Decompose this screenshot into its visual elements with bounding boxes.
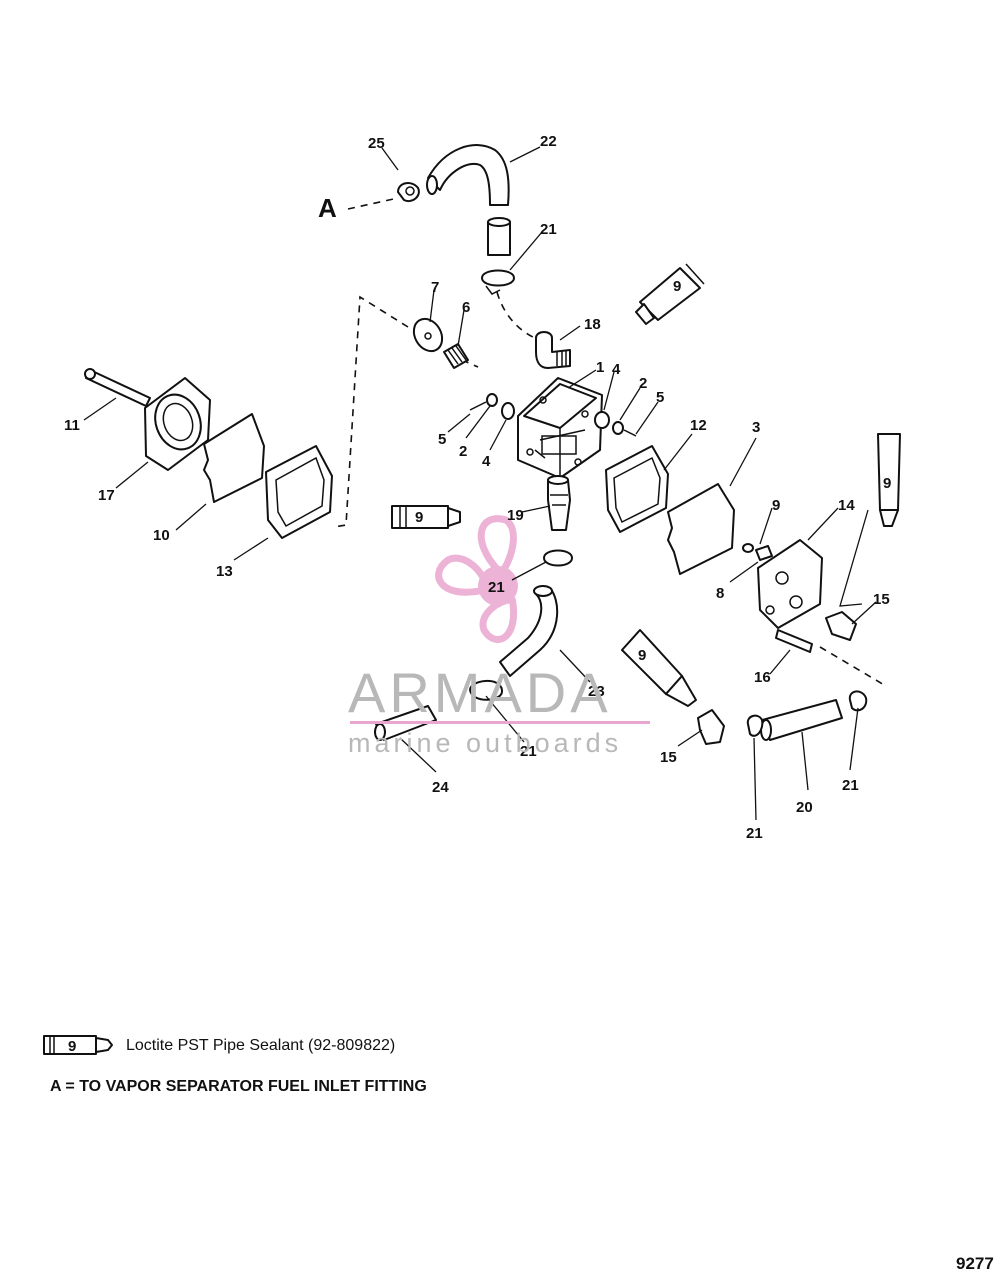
part-15-elbow-upper [825, 611, 857, 641]
label-a: A [318, 193, 337, 223]
part-17-base-plate [144, 377, 211, 471]
part-20-hose [760, 699, 843, 741]
part-1-fuel-pump-body [517, 377, 603, 479]
note-a: A = TO VAPOR SEPARATOR FUEL INLET FITTIN… [50, 1078, 427, 1095]
callout-6: 6 [462, 299, 470, 316]
callout-8: 8 [716, 585, 724, 602]
callout-1: 1 [596, 359, 604, 376]
callout-21-bottom: 21 [746, 825, 763, 842]
callout-15-lower: 15 [660, 749, 677, 766]
part-4-2-5-right-valve [594, 411, 637, 437]
part-21-clamp-lower [469, 680, 503, 701]
callout-24: 24 [432, 779, 449, 796]
part-9-sealant-tube-upper: 9 [635, 263, 705, 325]
callout-22: 22 [540, 133, 557, 150]
callout-labels: 25 22 21 18 7 6 1 4 2 5 5 2 4 11 17 10 1… [64, 133, 890, 842]
part-15-elbow-lower [697, 709, 725, 745]
part-21-clamp-middle [543, 549, 573, 567]
callout-10: 10 [153, 527, 170, 544]
callout-15-upper: 15 [873, 591, 890, 608]
legend-sealant-tube-icon: 9 [43, 1035, 113, 1055]
callout-2-left: 2 [459, 443, 467, 460]
watermark-propeller-logo [435, 515, 518, 643]
callout-21-lower: 21 [520, 743, 537, 760]
callout-14: 14 [838, 497, 855, 514]
tube-label-right: 9 [883, 475, 891, 492]
part-14-pump-cover [757, 539, 823, 629]
callout-21-watermark: 21 [488, 579, 505, 596]
callout-3: 3 [752, 419, 760, 436]
part-12-gasket [605, 445, 669, 533]
part-9-8-washer-screw [742, 543, 773, 561]
callout-21-upper: 21 [540, 221, 557, 238]
figure-number: 9277 [956, 1254, 994, 1273]
callout-19: 19 [507, 507, 524, 524]
callout-25: 25 [368, 135, 385, 152]
part-10-diaphragm [203, 413, 265, 503]
legend-badge: 9 [68, 1038, 76, 1055]
part-6-spring [443, 343, 469, 369]
callout-17: 17 [98, 487, 115, 504]
part-21-clamp-left-end [746, 714, 764, 737]
dashed-line-a [347, 197, 399, 210]
callout-9: 9 [772, 497, 780, 514]
part-21-clamp-right-end [848, 690, 868, 712]
dashed-line-left-assembly [333, 295, 409, 528]
callout-4-right: 4 [612, 361, 621, 378]
callout-18: 18 [584, 316, 601, 333]
dashed-line-hose-to-fitting [496, 291, 541, 341]
callout-2-right: 2 [639, 375, 647, 392]
watermark-tagline: marine outboards [348, 728, 623, 758]
watermark-underline [350, 721, 650, 724]
callout-16: 16 [754, 669, 771, 686]
part-5-2-4-left-valve [469, 393, 515, 420]
part-25-clamp [397, 182, 420, 202]
callout-11: 11 [64, 417, 80, 434]
part-21-clamp-upper [481, 269, 515, 295]
callout-13: 13 [216, 563, 233, 580]
callout-12: 12 [690, 417, 707, 434]
part-13-gasket [265, 445, 333, 539]
part-9-sealant-tube-lower: 9 [621, 629, 697, 707]
part-11-pin [84, 368, 151, 407]
leader-lines [83, 146, 877, 821]
part-16-screw [775, 629, 813, 653]
part-18-elbow-fitting [535, 331, 571, 369]
part-23-curved-hose [499, 585, 559, 677]
callout-21-right: 21 [842, 777, 859, 794]
dashed-line-right [819, 646, 887, 687]
callout-23: 23 [588, 683, 605, 700]
part-22-elbow-hose [426, 144, 510, 206]
tube-label-middle: 9 [415, 509, 423, 526]
part-3-diaphragm [667, 483, 735, 575]
part-hose-upper [487, 217, 511, 256]
callout-20: 20 [796, 799, 813, 816]
callout-4-left: 4 [482, 453, 491, 470]
watermark-brand: ARMADA [348, 661, 612, 724]
part-19-fitting [547, 475, 571, 531]
callout-5-right: 5 [656, 389, 664, 406]
part-9-sealant-tube-right: 9 [877, 433, 901, 527]
part-9-sealant-tube-middle: 9 [391, 505, 461, 529]
legend-text: Loctite PST Pipe Sealant (92-809822) [126, 1037, 396, 1054]
tube-label-lower: 9 [638, 647, 646, 664]
callout-5-left: 5 [438, 431, 446, 448]
part-7-check-valve-disc [412, 317, 444, 353]
tube-label-upper: 9 [673, 278, 681, 295]
callout-7: 7 [431, 279, 439, 296]
